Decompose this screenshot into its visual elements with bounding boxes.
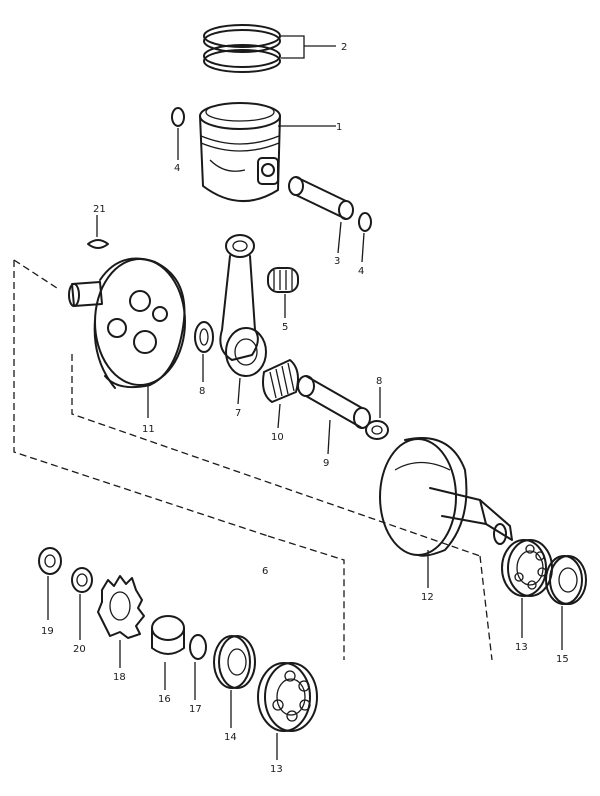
thrust-washer-right: [365, 387, 389, 440]
callout-11: 11: [142, 424, 155, 435]
big-end-bearing: [262, 359, 299, 429]
assembly-bracket: [13, 259, 493, 661]
crank-oil-seal: [213, 635, 256, 728]
callout-13-right: 13: [515, 642, 528, 653]
callout-20: 20: [73, 644, 86, 655]
callout-4-right: 4: [358, 266, 364, 277]
callout-21: 21: [93, 204, 106, 215]
callout-14: 14: [224, 732, 237, 743]
piston-pin-clip-left: [171, 107, 185, 160]
crankshaft-right-half: [379, 437, 513, 588]
piston-pin: [288, 176, 354, 254]
callout-2: 2: [341, 42, 347, 53]
nut: [38, 547, 62, 620]
callout-10: 10: [271, 432, 284, 443]
connecting-rod: [219, 234, 267, 405]
thrust-washer-left: [194, 321, 214, 382]
leader-2: [281, 35, 336, 59]
callout-12: 12: [421, 592, 434, 603]
main-bearing-right: [501, 539, 553, 638]
callout-4-left: 4: [174, 163, 180, 174]
primary-drive-gear: [97, 575, 145, 668]
callout-18: 18: [113, 672, 126, 683]
oil-seal: [545, 555, 587, 650]
main-bearing-left: [257, 662, 318, 760]
callout-3: 3: [334, 256, 340, 267]
woodruff-key: [87, 215, 109, 249]
spacer-sleeve: [151, 615, 185, 690]
callout-17: 17: [189, 704, 202, 715]
callout-9: 9: [323, 458, 329, 469]
piston-rings: [203, 24, 281, 73]
crankshaft-left-half: [68, 257, 186, 418]
callout-15: 15: [556, 654, 569, 665]
callout-6: 6: [262, 566, 268, 577]
callout-8-left: 8: [199, 386, 205, 397]
piston: [199, 102, 281, 202]
crank-pin: [297, 375, 371, 455]
lock-washer: [71, 567, 93, 640]
callout-7: 7: [235, 408, 241, 419]
callout-19: 19: [41, 626, 54, 637]
callout-1: 1: [336, 122, 342, 133]
circlip: [189, 634, 207, 700]
piston-pin-clip-right: [358, 212, 372, 263]
callout-5: 5: [282, 322, 288, 333]
small-end-bearing: [267, 267, 299, 318]
callout-16: 16: [158, 694, 171, 705]
callout-8-right: 8: [376, 376, 382, 387]
callout-13-bottom: 13: [270, 764, 283, 775]
